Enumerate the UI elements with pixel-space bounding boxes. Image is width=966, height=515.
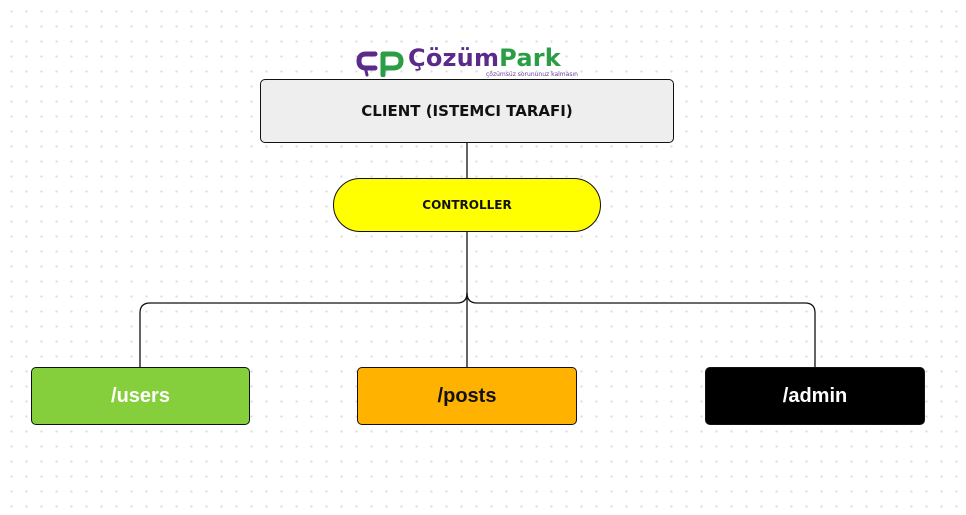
client-node-label: CLIENT (ISTEMCI TARAFI)	[361, 102, 573, 120]
brand-logo: ÇözümPark çözümsüz sorununuz kalmasın	[356, 44, 586, 80]
brand-word-park: Park	[499, 44, 561, 72]
route-node-posts-label: /posts	[437, 384, 497, 407]
brand-tagline: çözümsüz sorununuz kalmasın	[486, 71, 578, 78]
route-node-users-label: /users	[111, 384, 170, 407]
controller-node-label: CONTROLLER	[422, 198, 512, 212]
connector-controller-users	[139, 232, 468, 375]
client-node: CLIENT (ISTEMCI TARAFI)	[260, 79, 674, 143]
cp-logo-icon	[356, 51, 404, 77]
route-node-admin: /admin	[705, 367, 925, 425]
controller-node: CONTROLLER	[333, 178, 601, 232]
brand-wordmark: ÇözümPark	[408, 45, 561, 71]
connector-controller-admin	[466, 292, 816, 367]
route-node-users: /users	[31, 367, 250, 425]
route-node-admin-label: /admin	[782, 384, 848, 407]
brand-word-cozum: Çözüm	[408, 44, 500, 72]
route-node-posts: /posts	[357, 367, 577, 425]
